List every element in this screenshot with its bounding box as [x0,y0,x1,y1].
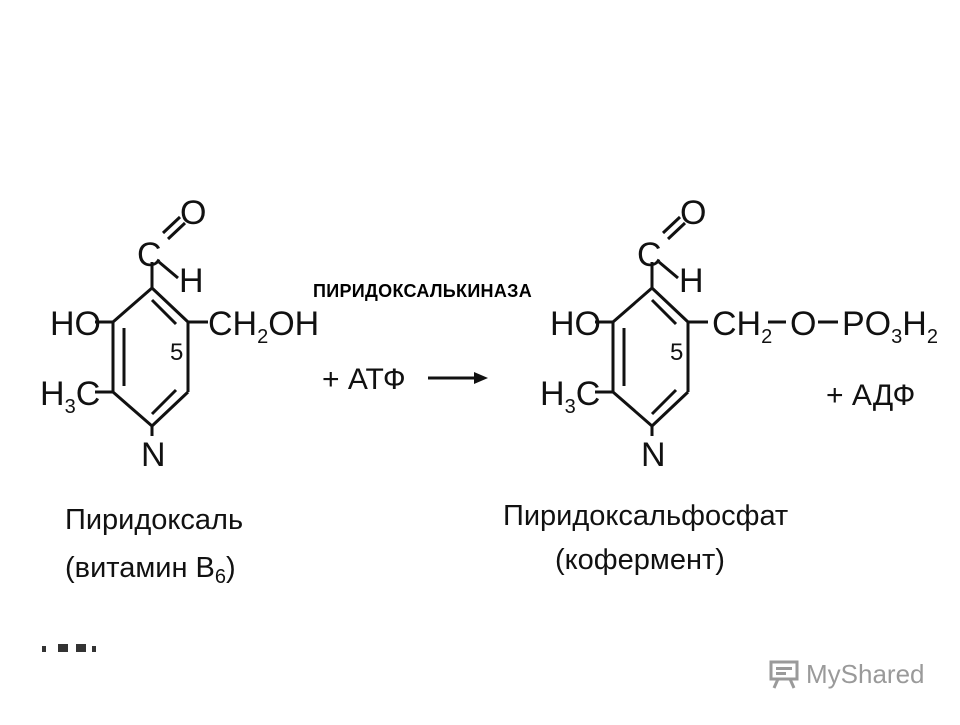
product-note: (кофермент) [555,544,725,576]
byproduct-adp: + АДФ [826,379,915,412]
product-name: Пиридоксальфосфат [503,500,788,532]
watermark-text: MyShared [806,658,925,689]
enzyme-label: ПИРИДОКСАЛЬКИНАЗА [313,281,533,301]
reactant-ring-position: 5 [170,339,183,366]
product-aldehyde-oxygen: O [680,194,706,232]
reactant-name: Пиридоксаль [65,504,243,536]
reactant-aldehyde-hydrogen: H [179,262,204,300]
text-fragment [42,644,96,652]
product-structure [595,215,838,436]
product-methyl-group: H3C [540,375,600,418]
product-ester-oxygen: O [790,305,816,343]
reactant-structure [95,215,208,436]
presentation-board-icon [769,660,799,689]
reagent-atp: + АТФ [322,363,406,396]
reactant-hydroxymethyl-group: CH2OH [208,305,319,348]
reactant-aldehyde-carbon: C [137,236,162,274]
reactant-methyl-group: H3C [40,375,100,418]
reactant-hydroxyl-group: HO [50,305,101,343]
reactant-aldehyde-oxygen: O [180,194,206,232]
reactant-ring-nitrogen: N [141,436,166,474]
product-methylene-group: CH2 [712,305,772,348]
reaction-arrow [428,372,488,384]
reactant-note: (витамин B6) [65,552,236,588]
product-ring-position: 5 [670,339,683,366]
product-aldehyde-carbon: C [637,236,662,274]
product-ring-nitrogen: N [641,436,666,474]
watermark: MyShared [768,654,925,694]
product-phosphate-group: PO3H2 [842,305,938,348]
product-hydroxyl-group: HO [550,305,601,343]
product-aldehyde-hydrogen: H [679,262,704,300]
